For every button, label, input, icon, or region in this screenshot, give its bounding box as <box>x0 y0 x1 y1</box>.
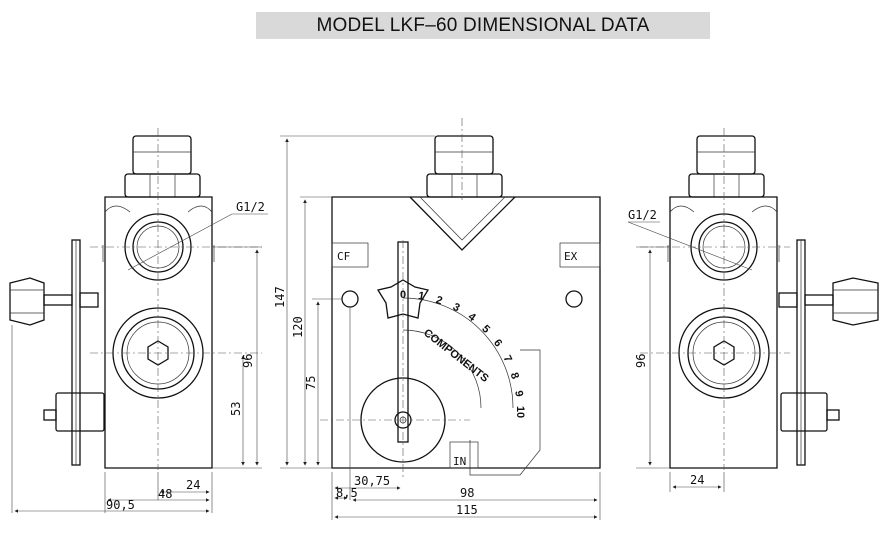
dial-number-0: 0 <box>400 289 406 301</box>
right-dim-24: 24 <box>690 473 704 487</box>
left-dim-90-5: 90,5 <box>106 498 135 512</box>
dial-number-6: 6 <box>491 337 504 349</box>
front-view <box>280 118 601 520</box>
dial-number-7: 7 <box>501 353 514 364</box>
left-dim-48: 48 <box>158 487 172 501</box>
left-port-label: G1/2 <box>236 200 265 214</box>
dial-number-3: 3 <box>451 301 462 314</box>
front-dim-147: 147 <box>273 286 287 308</box>
dial-number-10: 10 <box>514 406 526 418</box>
front-dim-8-5: 8,5 <box>336 486 358 500</box>
left-dim-53: 53 <box>229 402 243 416</box>
right-port-label: G1/2 <box>628 208 657 222</box>
right-dim-96: 96 <box>634 354 648 368</box>
front-label-in: IN <box>453 455 466 468</box>
dial-number-2: 2 <box>434 294 444 307</box>
front-dim-75: 75 <box>304 376 318 390</box>
title-bar: MODEL LKF–60 DIMENSIONAL DATA <box>256 12 710 39</box>
left-dim-96: 96 <box>241 354 255 368</box>
front-dim-98: 98 <box>460 486 474 500</box>
dial-number-8: 8 <box>508 371 521 381</box>
right-side-view <box>627 128 879 492</box>
dial-text: COMPONENTS <box>421 327 491 385</box>
front-label-cf: CF <box>337 250 350 263</box>
left-side-view <box>9 128 268 513</box>
dial-number-5: 5 <box>479 323 492 336</box>
front-label-ex: EX <box>564 250 578 263</box>
front-dim-120: 120 <box>291 316 305 338</box>
front-dim-115: 115 <box>456 503 478 517</box>
dial-number-1: 1 <box>417 290 425 303</box>
left-dim-24: 24 <box>186 478 200 492</box>
dial-number-9: 9 <box>512 390 525 398</box>
page-title: MODEL LKF–60 DIMENSIONAL DATA <box>316 15 650 36</box>
front-dim-30-75: 30,75 <box>354 474 390 488</box>
